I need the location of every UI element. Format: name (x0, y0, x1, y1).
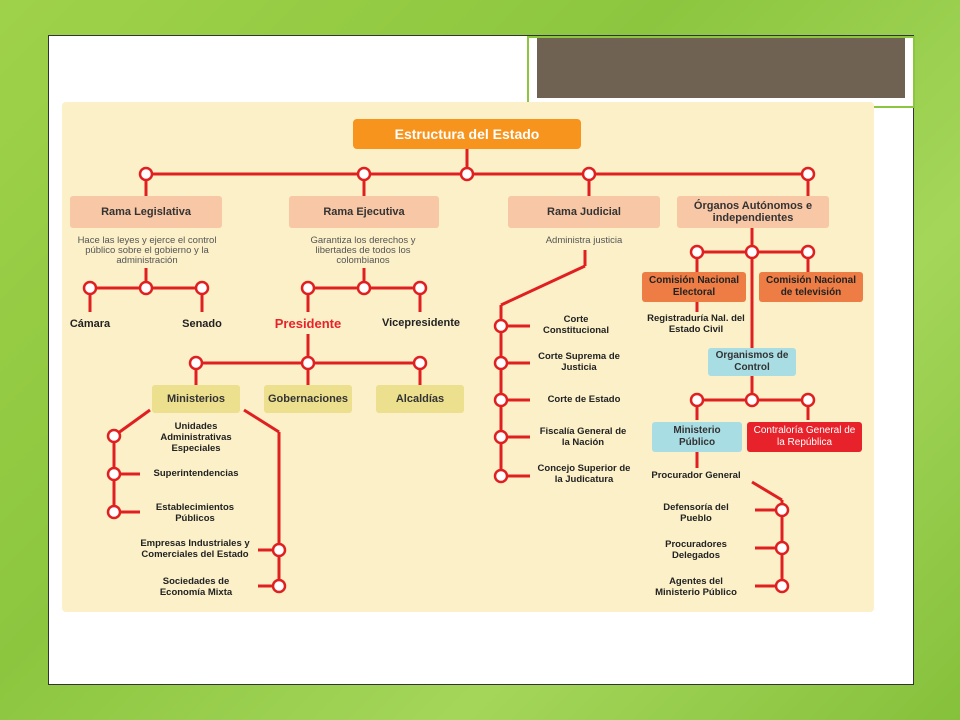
presidente-label: Presidente (274, 316, 342, 331)
camara-label: Cámara (69, 318, 111, 330)
organismos-control-box: Organismos de Control (708, 348, 796, 376)
ejecutiva-desc: Garantiza los derechos y libertades de t… (310, 235, 416, 266)
organos-autonomos: Órganos Autónomos e independientes (677, 196, 829, 228)
agentes-ministerio-publico-label: Agentes del Ministerio Público (655, 576, 737, 598)
empresas-industriales-label: Empresas Industriales y Comerciales del … (140, 538, 250, 560)
rama-ejecutiva: Rama Ejecutiva (289, 196, 439, 228)
rama-legislativa: Rama Legislativa (70, 196, 222, 228)
slide-title-placeholder (527, 36, 915, 108)
registraduria-label: Registraduría Nal. del Estado Civil (647, 313, 745, 335)
judicial-desc: Administra justicia (545, 235, 623, 246)
consejo-superior-label: Concejo Superior de la Judicatura (537, 463, 631, 485)
gobernaciones-box: Gobernaciones (264, 385, 352, 413)
sociedades-economia-mixta-label: Sociedades de Economía Mixta (159, 576, 233, 598)
legislativa-desc: Hace las leyes y ejerce el control públi… (77, 235, 217, 266)
comision-electoral-box: Comisión Nacional Electoral (642, 272, 746, 302)
corte-estado-label: Corte de Estado (547, 394, 621, 405)
vicepresidente-label: Vicepresidente (381, 317, 461, 329)
corte-suprema-label: Corte Suprema de Justicia (538, 351, 620, 373)
fiscalia-label: Fiscalía General de la Nación (539, 426, 627, 448)
comision-television-box: Comisión Nacional de televisión (759, 272, 863, 302)
contraloria-box: Contraloría General de la República (747, 422, 862, 452)
unidades-administrativas-label: Unidades Administrativas Especiales (160, 421, 232, 454)
diagram-title: Estructura del Estado (353, 119, 581, 149)
defensoria-label: Defensoría del Pueblo (663, 502, 729, 524)
ministerio-publico-box: Ministerio Público (652, 422, 742, 452)
rama-judicial: Rama Judicial (508, 196, 660, 228)
corte-constitucional-label: Corte Constitucional (543, 314, 609, 336)
superintendencias-label: Superintendencias (153, 468, 239, 479)
ministerios-box: Ministerios (152, 385, 240, 413)
senado-label: Senado (182, 318, 222, 330)
alcaldias-box: Alcaldías (376, 385, 464, 413)
establecimientos-publicos-label: Establecimientos Públicos (155, 502, 235, 524)
procuradores-delegados-label: Procuradores Delegados (665, 539, 727, 561)
procurador-general-label: Procurador General (651, 470, 741, 481)
